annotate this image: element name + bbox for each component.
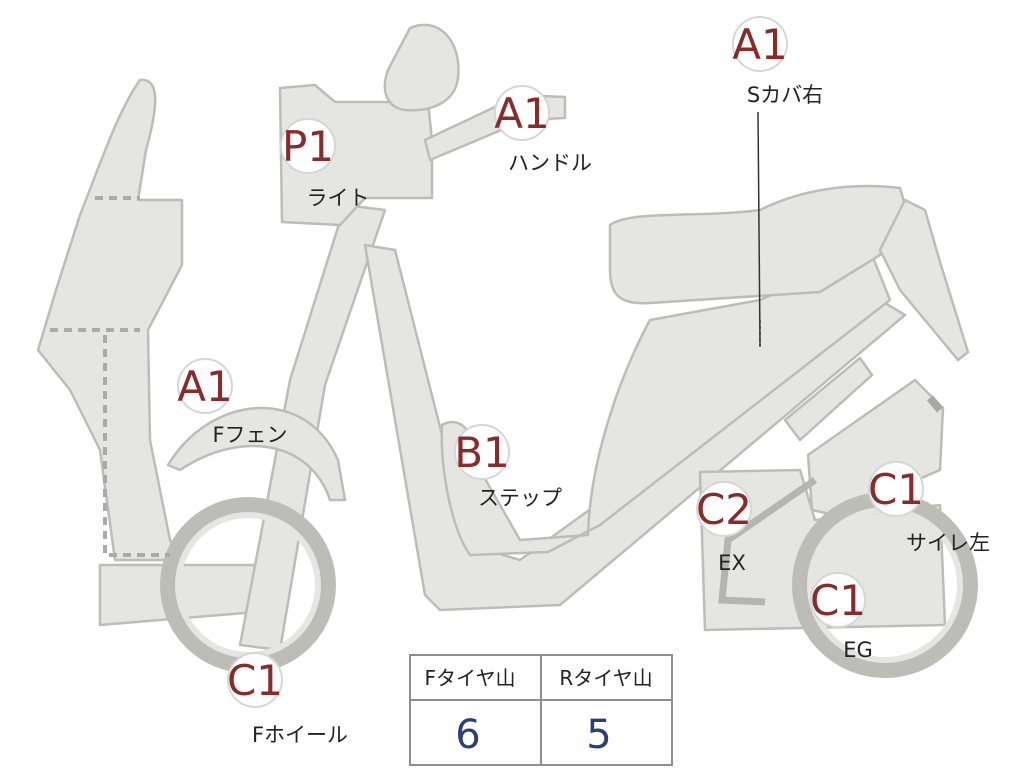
grade-label: C1 <box>810 576 866 625</box>
grade-label: A1 <box>177 362 232 411</box>
grade-label: A1 <box>732 20 787 69</box>
mirror <box>383 23 460 112</box>
grade-badge <box>454 424 510 480</box>
grade-label: C1 <box>868 465 924 514</box>
main-frame <box>363 243 907 612</box>
marker-light: P1 ライト <box>280 118 370 210</box>
marker-silencer-left: C1 サイレ左 <box>868 461 990 555</box>
grade-label: A1 <box>494 89 549 138</box>
front-leg-shield <box>36 78 184 562</box>
grade-badge <box>177 358 233 414</box>
rear-tread-label: Rタイヤ山 <box>559 666 652 690</box>
part-label: ステップ <box>478 486 562 510</box>
s-cover-leader <box>757 111 761 346</box>
grade-badge <box>810 572 866 628</box>
grade-badge <box>227 652 283 708</box>
grade-badge <box>494 85 550 141</box>
part-label: Sカバ右 <box>747 83 823 107</box>
exhaust-pipe <box>718 477 817 606</box>
grade-label: C1 <box>227 656 283 705</box>
front-tread-label: Fタイヤ山 <box>425 666 516 690</box>
front-fender <box>166 406 347 502</box>
grade-badge <box>280 118 336 174</box>
rear-tread-value: 5 <box>586 712 611 758</box>
part-label: EG <box>843 638 873 662</box>
grade-label: P1 <box>282 122 334 171</box>
seat <box>608 184 907 305</box>
part-label: EX <box>718 551 746 575</box>
grade-badge <box>868 461 924 517</box>
part-label: Fフェン <box>212 423 287 447</box>
part-label: サイレ左 <box>906 531 990 555</box>
part-label: ハンドル <box>508 151 592 175</box>
part-label: ライト <box>307 186 370 210</box>
marker-handle: A1 ハンドル <box>494 85 592 175</box>
rear-cowl <box>878 198 970 362</box>
rear-cover <box>783 356 874 442</box>
rear-shock <box>926 395 944 413</box>
scooter-silhouette <box>36 23 970 652</box>
grade-label: C2 <box>696 485 752 534</box>
part-label: Fホイール <box>252 723 348 747</box>
marker-step: B1 ステップ <box>454 424 562 510</box>
grade-label: B1 <box>454 428 510 477</box>
engine-block <box>698 468 947 632</box>
tire-tread-table: Fタイヤ山 Rタイヤ山 6 5 <box>409 654 673 766</box>
front-tread-value: 6 <box>455 712 480 758</box>
panel-seams <box>50 196 170 557</box>
grade-badge <box>732 16 788 72</box>
grade-badge <box>696 481 752 537</box>
